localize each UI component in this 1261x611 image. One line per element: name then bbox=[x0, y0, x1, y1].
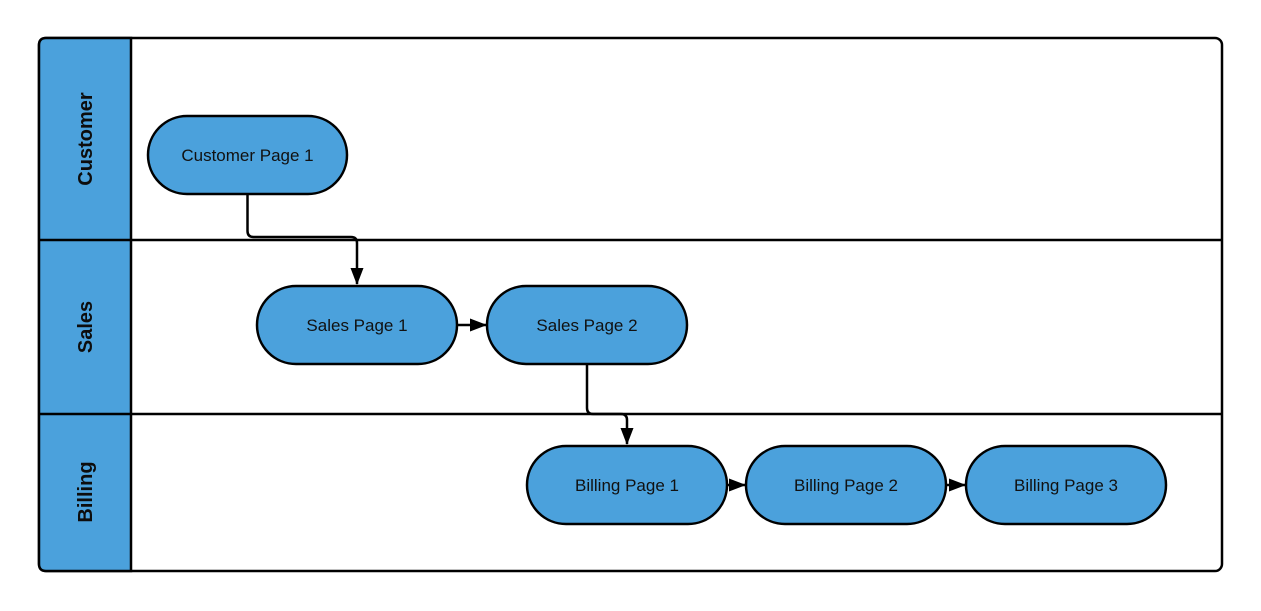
node-billing-page-1-label: Billing Page 1 bbox=[575, 476, 679, 495]
node-billing-page-2-label: Billing Page 2 bbox=[794, 476, 898, 495]
lane-header-column[interactable] bbox=[37, 36, 133, 573]
node-billing-page-3-shape[interactable] bbox=[964, 444, 1168, 526]
node-billing-page-1-shape[interactable] bbox=[525, 444, 729, 526]
connector-sales-page-2-to-billing-page-1[interactable] bbox=[585, 364, 634, 445]
node-sales-page-2-shape[interactable] bbox=[485, 284, 689, 366]
lane-label-sales: Sales bbox=[75, 301, 97, 353]
connector-customer-page-1-to-sales-page-1[interactable] bbox=[246, 194, 364, 285]
node-customer-page-1[interactable]: Customer Page 1 bbox=[146, 114, 349, 196]
node-sales-page-2[interactable]: Sales Page 2 bbox=[485, 284, 689, 366]
node-customer-page-1-label: Customer Page 1 bbox=[181, 146, 313, 165]
node-billing-page-2[interactable]: Billing Page 2 bbox=[744, 444, 948, 526]
lane-label-billing: Billing bbox=[75, 461, 97, 522]
node-billing-page-3[interactable]: Billing Page 3 bbox=[964, 444, 1168, 526]
node-customer-page-1-shape[interactable] bbox=[146, 114, 349, 196]
node-billing-page-2-shape[interactable] bbox=[744, 444, 948, 526]
node-sales-page-1-shape[interactable] bbox=[255, 284, 459, 366]
node-billing-page-1[interactable]: Billing Page 1 bbox=[525, 444, 729, 526]
node-sales-page-1-label: Sales Page 1 bbox=[306, 316, 407, 335]
lane-label-customer: Customer bbox=[75, 92, 97, 186]
node-billing-page-3-label: Billing Page 3 bbox=[1014, 476, 1118, 495]
node-sales-page-1[interactable]: Sales Page 1 bbox=[255, 284, 459, 366]
node-sales-page-2-label: Sales Page 2 bbox=[536, 316, 637, 335]
